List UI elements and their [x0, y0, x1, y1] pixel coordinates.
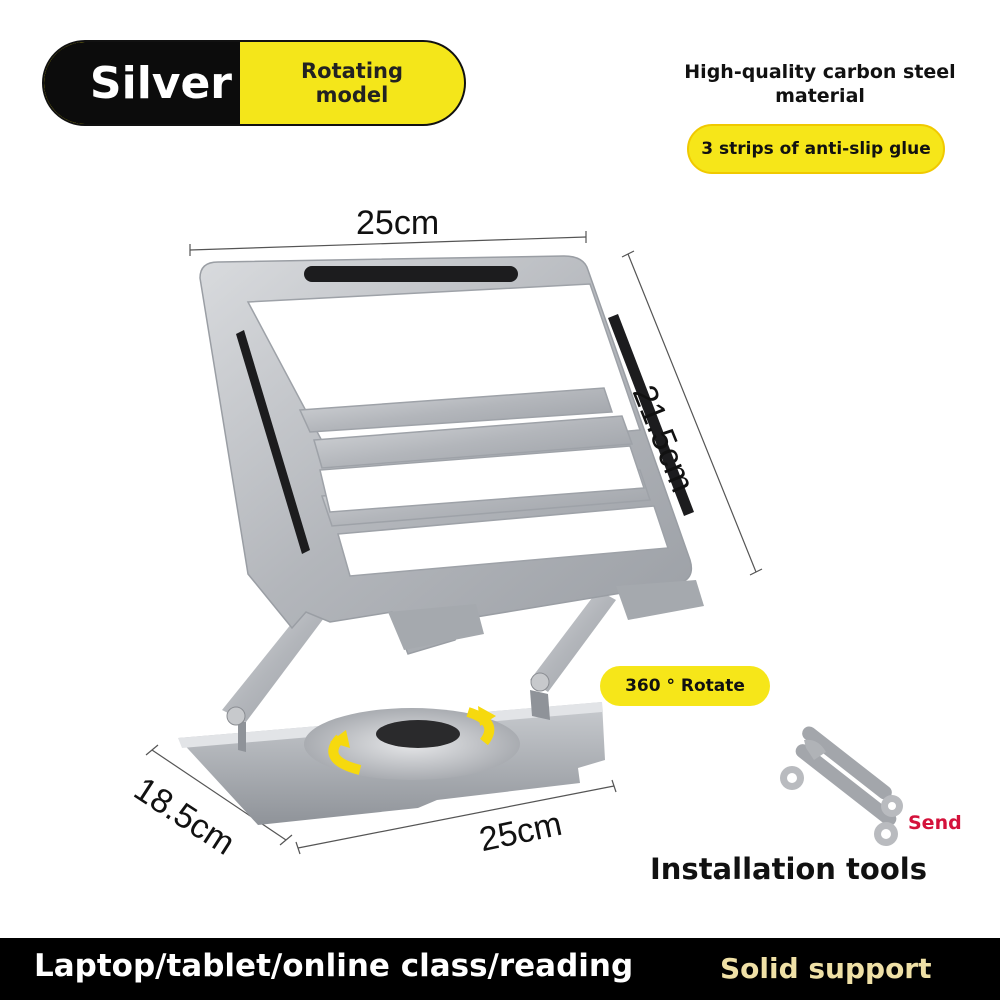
model-line-1: Rotating: [300, 59, 404, 83]
color-label: Silver: [44, 42, 240, 124]
material-line-2: material: [775, 85, 865, 107]
wrench-icon: [802, 726, 903, 817]
top-width-label: 25cm: [356, 204, 440, 242]
footer-tagline: Solid support: [720, 952, 932, 985]
model-line-2: model: [315, 83, 389, 107]
send-label: Send: [908, 812, 962, 834]
material-text: High-quality carbon steel material: [650, 60, 990, 108]
footer-bar: Laptop/tablet/online class/reading Solid…: [0, 938, 1000, 1000]
wrench-icon: [780, 744, 898, 846]
model-badge: Silver Rotating model: [42, 40, 466, 126]
installation-tools-label: Installation tools: [650, 852, 927, 886]
material-line-1: High-quality carbon steel: [684, 61, 956, 83]
model-label: Rotating model: [240, 42, 464, 124]
rotate-badge: 360 ° Rotate: [600, 666, 770, 706]
laptop-stand-image: [145, 231, 903, 855]
footer-uses: Laptop/tablet/online class/reading: [34, 948, 634, 984]
anti-slip-badge: 3 strips of anti-slip glue: [687, 124, 945, 174]
